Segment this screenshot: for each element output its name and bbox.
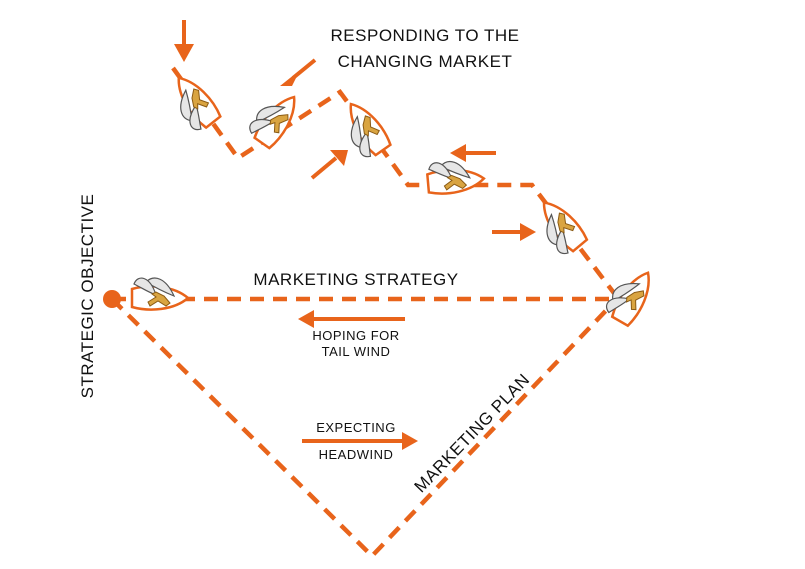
sailboat-icon: [244, 84, 305, 151]
wind-arrow-icon: [174, 20, 194, 62]
marketing-strategy-label: MARKETING STRATEGY: [253, 270, 458, 289]
expecting-label-line2: HEADWIND: [319, 447, 394, 462]
wind-arrow-icon: [280, 58, 317, 86]
responding-label-line2: CHANGING MARKET: [338, 52, 513, 71]
sailboat-icon: [130, 276, 190, 311]
wind-arrow-icon: [450, 144, 496, 162]
strategic-objective-label: STRATEGIC OBJECTIVE: [78, 194, 97, 399]
wind-arrow-icon: [492, 223, 536, 241]
responding-label-line1: RESPONDING TO THE: [331, 26, 520, 45]
wind-arrow-icon: [310, 150, 348, 180]
hoping-label-line1: HOPING FOR: [312, 328, 399, 343]
sailboat-icon: [527, 193, 591, 260]
sailboat-icon: [601, 261, 660, 329]
marketing-plan-path: [110, 297, 619, 560]
expecting-label-line1: EXPECTING: [316, 420, 396, 435]
sailboat-icon: [425, 157, 487, 197]
hoping-label-line2: TAIL WIND: [322, 344, 391, 359]
responding-path: [171, 66, 619, 299]
wind-arrow-icon: [298, 310, 405, 328]
wind-arrow-icon: [302, 432, 418, 450]
marketing-plan-label: MARKETING PLAN: [411, 370, 534, 496]
objective-dot-icon: [103, 290, 121, 308]
